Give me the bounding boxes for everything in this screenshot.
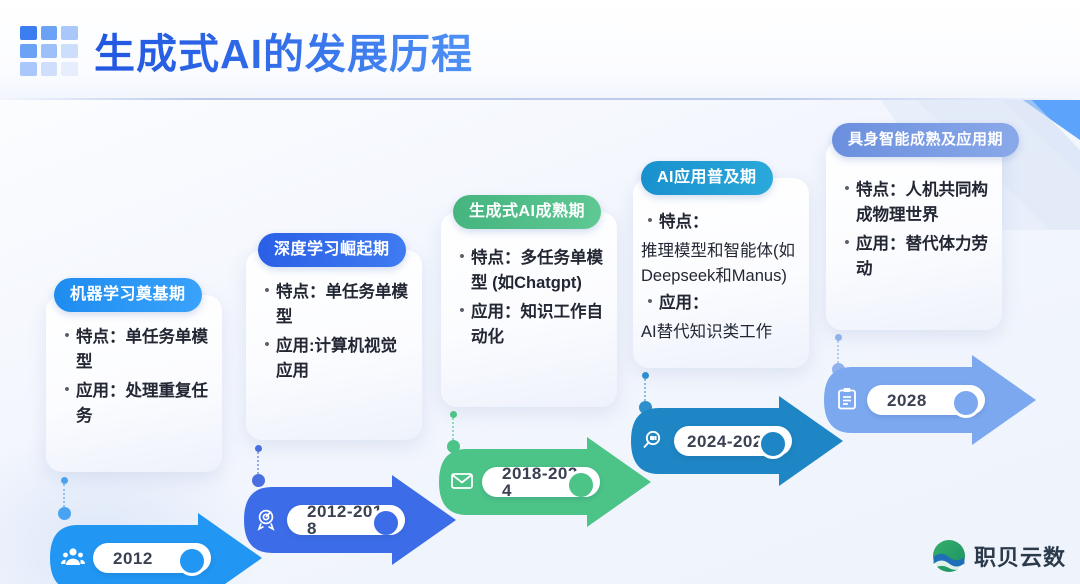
stage-4-arrow[interactable]: 2024-2028 bbox=[629, 396, 845, 486]
stage-2-bullet-1: • 特点：单任务单模型 bbox=[258, 280, 408, 330]
stage-2-year-label: 2012-2018 bbox=[307, 505, 383, 535]
stage-2-connector bbox=[251, 445, 265, 487]
stage-4-card-title: AI应用普及期 bbox=[641, 161, 773, 195]
users-icon bbox=[60, 544, 86, 570]
stage-1-year-label: 2012 bbox=[113, 548, 153, 568]
stage-1-card: 机器学习奠基期 • 特点：单任务单模型 • 应用：处理重复任务 bbox=[46, 278, 222, 472]
bullet-dot-icon: • bbox=[64, 381, 70, 399]
stage-3-connector bbox=[446, 411, 460, 453]
stage-4-bullet-2-label: 应用： bbox=[659, 294, 709, 313]
bullet-dot-icon: • bbox=[264, 282, 270, 299]
bullet-dot-icon: • bbox=[647, 293, 653, 311]
stage-3-arrow[interactable]: 2018-2024 bbox=[437, 437, 653, 527]
stage-3-card: 生成式AI成熟期 • 特点：多任务单模型 (如Chatgpt) • 应用：知识工… bbox=[441, 195, 617, 407]
stage-5-card: 具身智能成熟及应用期 • 特点：人机共同构成物理世界 • 应用：替代体力劳动 bbox=[826, 123, 1020, 330]
page-title: 生成式AI的发展历程 bbox=[94, 20, 473, 80]
stage-4-bullet-2: • 应用： bbox=[641, 291, 799, 316]
stage-3-bullet-2-text: 应用：知识工作自动化 bbox=[471, 303, 603, 347]
grid-squares-icon bbox=[20, 26, 78, 76]
stage-3-bullet-1-text: 特点：多任务单模型 (如Chatgpt) bbox=[471, 249, 603, 293]
stage-3-bullet-1: • 特点：多任务单模型 (如Chatgpt) bbox=[453, 246, 603, 296]
stage-5-bullet-1-text: 特点：人机共同构成物理世界 bbox=[856, 181, 988, 225]
wave-circle-logo-icon bbox=[931, 538, 967, 574]
bullet-dot-icon: • bbox=[844, 180, 850, 197]
stage-4-year-pill[interactable]: 2024-2028 bbox=[674, 426, 792, 459]
pill-knob bbox=[566, 470, 596, 497]
stage-4-bullet-1-label: 特点： bbox=[659, 213, 709, 231]
stage-1-connector bbox=[57, 477, 71, 520]
pill-knob bbox=[177, 546, 207, 576]
stage-4-year-label: 2024-2028 bbox=[687, 431, 773, 451]
stage-1-arrow[interactable]: 2012 bbox=[48, 513, 264, 584]
bullet-dot-icon: • bbox=[844, 234, 850, 252]
stage-1-year-pill[interactable]: 2012 bbox=[93, 543, 211, 576]
envelope-icon bbox=[449, 468, 475, 494]
stage-5-year-label: 2028 bbox=[887, 390, 927, 410]
stage-5-bullet-1: • 特点：人机共同构成物理世界 bbox=[838, 178, 988, 228]
stage-2-bullet-1-text: 特点：单任务单模型 bbox=[276, 283, 408, 327]
stage-5-year-pill[interactable]: 2028 bbox=[867, 385, 985, 418]
bullet-dot-icon: • bbox=[264, 336, 270, 354]
clipboard-icon bbox=[834, 386, 860, 412]
stage-1-bullet-2: • 应用：处理重复任务 bbox=[58, 379, 208, 429]
target-badge-icon bbox=[253, 506, 279, 532]
stage-4-card: AI应用普及期 • 特点： 推理模型和智能体(如Deepseek和Manus) … bbox=[633, 161, 809, 368]
stage-2-bullet-2: • 应用:计算机视觉应用 bbox=[258, 334, 408, 384]
search-ai-icon bbox=[641, 427, 667, 453]
pill-knob bbox=[758, 429, 788, 459]
stage-5-bullet-2: • 应用：替代体力劳动 bbox=[838, 232, 988, 282]
stage-2-year-pill[interactable]: 2012-2018 bbox=[287, 505, 405, 535]
stage-3-year-label: 2018-2024 bbox=[502, 467, 578, 497]
stage-4-paragraph-2: AI替代知识类工作 bbox=[641, 323, 773, 342]
stage-2-card: 深度学习崛起期 • 特点：单任务单模型 • 应用:计算机视觉应用 bbox=[246, 233, 422, 440]
stage-3-card-title: 生成式AI成熟期 bbox=[453, 195, 602, 229]
stage-3-bullet-2: • 应用：知识工作自动化 bbox=[453, 300, 603, 350]
brand-name: 职贝云数 bbox=[973, 545, 1066, 570]
stage-2-bullet-2-text: 应用:计算机视觉应用 bbox=[276, 337, 397, 381]
stage-1-card-title: 机器学习奠基期 bbox=[54, 278, 202, 312]
stage-1-bullet-2-text: 应用：处理重复任务 bbox=[76, 382, 208, 426]
slide-header: 生成式AI的发展历程 bbox=[0, 0, 1080, 100]
pill-knob bbox=[371, 508, 401, 535]
stage-5-bullet-2-text: 应用：替代体力劳动 bbox=[856, 235, 988, 279]
stage-2-arrow[interactable]: 2012-2018 bbox=[242, 475, 458, 565]
bullet-dot-icon: • bbox=[64, 327, 70, 344]
stage-3-year-pill[interactable]: 2018-2024 bbox=[482, 467, 600, 497]
bullet-dot-icon: • bbox=[459, 302, 465, 320]
pill-knob bbox=[951, 388, 981, 418]
stage-1-bullet-1: • 特点：单任务单模型 bbox=[58, 325, 208, 375]
bullet-dot-icon: • bbox=[459, 248, 465, 265]
stage-5-arrow[interactable]: 2028 bbox=[822, 355, 1038, 445]
stage-2-card-title: 深度学习崛起期 bbox=[258, 233, 406, 267]
stage-5-card-title: 具身智能成熟及应用期 bbox=[832, 123, 1020, 157]
stage-4-paragraph-1: 推理模型和智能体(如Deepseek和Manus) bbox=[641, 242, 795, 286]
brand-logo: 职贝云数 bbox=[931, 538, 1066, 574]
stage-4-bullet-1: • 特点： bbox=[641, 210, 799, 235]
stage-1-bullet-1-text: 特点：单任务单模型 bbox=[76, 328, 208, 372]
bullet-dot-icon: • bbox=[647, 212, 653, 229]
